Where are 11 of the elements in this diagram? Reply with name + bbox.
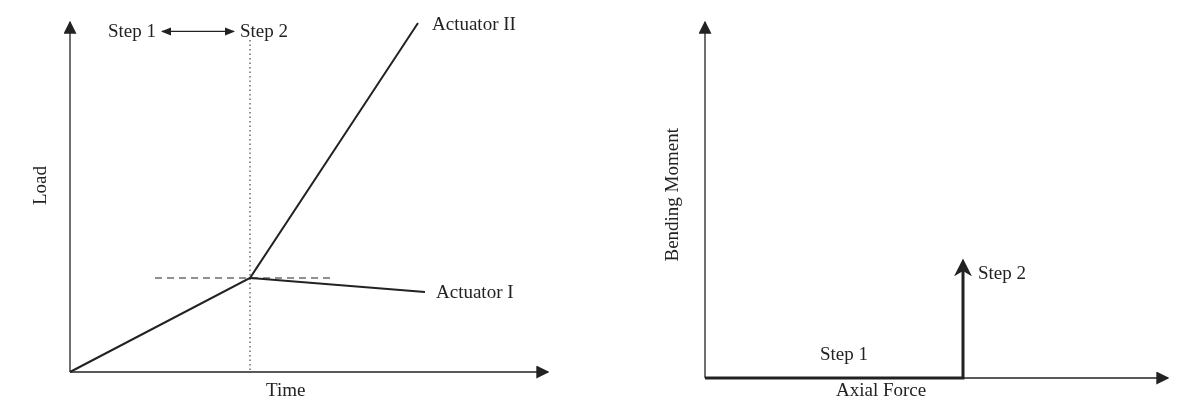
step-label: Step 1 xyxy=(108,21,157,42)
axis-title: Axial Force xyxy=(836,380,927,401)
curve-label: Actuator II xyxy=(432,14,516,35)
step-label: Step 2 xyxy=(978,263,1027,284)
double-arrow xyxy=(161,27,236,36)
axis-title: Time xyxy=(266,380,306,401)
axis-title: Bending Moment xyxy=(662,128,683,262)
step-label: Step 1 xyxy=(820,344,869,365)
curve-label: Actuator I xyxy=(436,282,514,303)
axis-title: Load xyxy=(30,166,51,206)
step-label: Step 2 xyxy=(240,21,289,42)
